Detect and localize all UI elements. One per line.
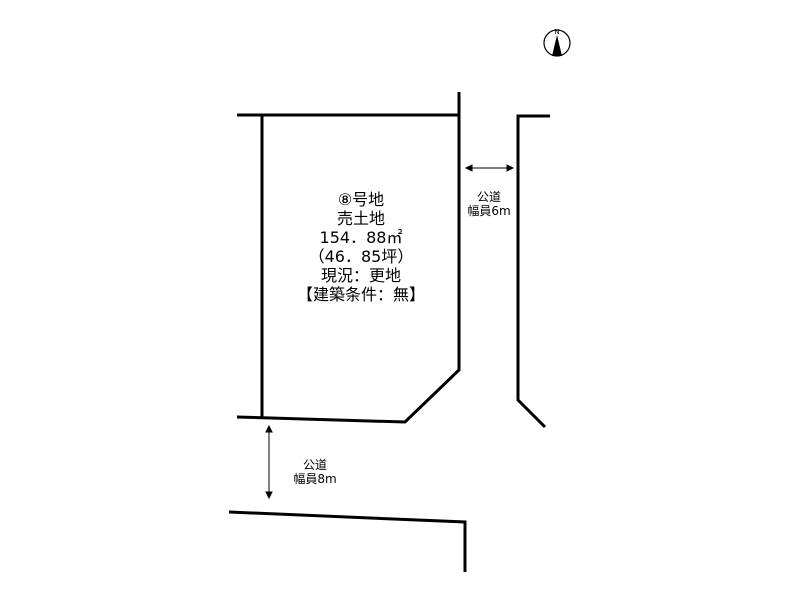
south-road-edge [228,510,467,572]
east-road-width: 幅員6m [467,204,511,218]
south-road-label: 公道 幅員8m [284,458,346,486]
lot-area-tsubo: （46．85坪） [308,247,414,266]
east-road-width-arrow [464,164,515,172]
building-condition: 【建築条件：無】 [296,285,425,304]
lot-type: 売土地 [336,209,385,228]
lot-number: ⑧号地 [337,190,385,209]
lot-area-sqm: 154．88㎡ [319,228,403,247]
north-arrow-icon: N [541,26,573,60]
north-letter: N [554,28,559,36]
south-road-width: 幅員8m [293,472,337,486]
lot-condition: 現況：更地 [320,266,401,285]
lot-boundary [236,92,461,424]
south-road-width-arrow [265,424,273,500]
east-road-edge [516,114,550,429]
south-road-kind: 公道 [302,458,327,472]
lot-info: ⑧号地 売土地 154．88㎡ （46．85坪） 現況：更地 【建築条件：無】 [262,190,460,304]
east-road-kind: 公道 [476,190,501,204]
east-road-label: 公道 幅員6m [458,190,520,218]
